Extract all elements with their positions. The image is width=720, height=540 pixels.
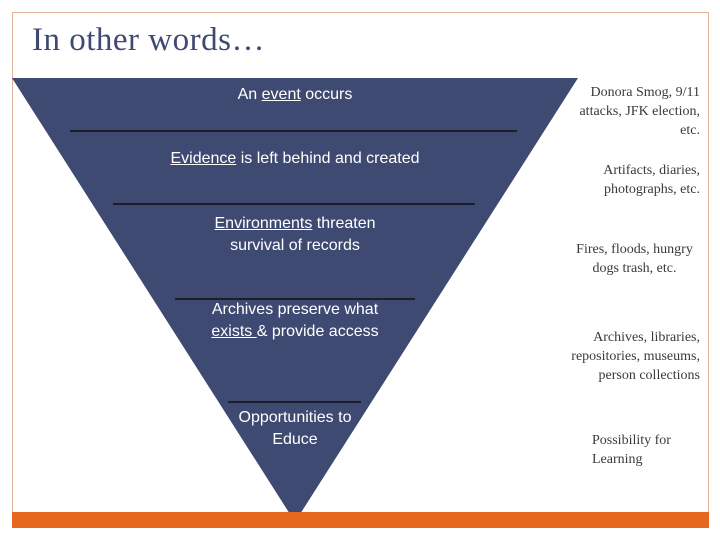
step-archives: Archives preserve what exists & provide … (195, 299, 395, 343)
step-evidence-underlined: Evidence (170, 150, 237, 167)
note-examples-events: Donora Smog, 9/11 attacks, JFK election,… (579, 85, 700, 138)
step-event-pre: An (237, 86, 262, 103)
step-archives-underlined: exists (211, 323, 257, 340)
step-environments: Environments threaten survival of record… (195, 213, 395, 257)
step-opportunities: Opportunities to Educe (235, 407, 355, 451)
step-archives-pre: Archives preserve what (211, 301, 379, 318)
step-event-underlined: event (261, 86, 301, 103)
slide-title: In other words… (32, 22, 265, 58)
note-examples-archives: Archives, libraries, repositories, museu… (571, 330, 700, 383)
step-archives-post: & provide access (256, 323, 379, 340)
accent-bar (12, 512, 709, 528)
step-environments-underlined: Environments (214, 215, 313, 232)
step-environments-post: threaten survival of records (230, 215, 376, 254)
step-evidence-post: is left behind and created (236, 150, 420, 167)
note-possibility: Possibility for Learning (592, 433, 671, 467)
step-event-post: occurs (300, 86, 353, 103)
step-opportunities-text: Opportunities to Educe (238, 409, 352, 448)
inverted-triangle (12, 78, 578, 522)
note-examples-environments: Fires, floods, hungry dogs trash, etc. (576, 242, 693, 276)
step-event: An event occurs (150, 84, 440, 106)
note-examples-evidence: Artifacts, diaries, photographs, etc. (603, 163, 700, 197)
step-evidence: Evidence is left behind and created (120, 148, 470, 170)
